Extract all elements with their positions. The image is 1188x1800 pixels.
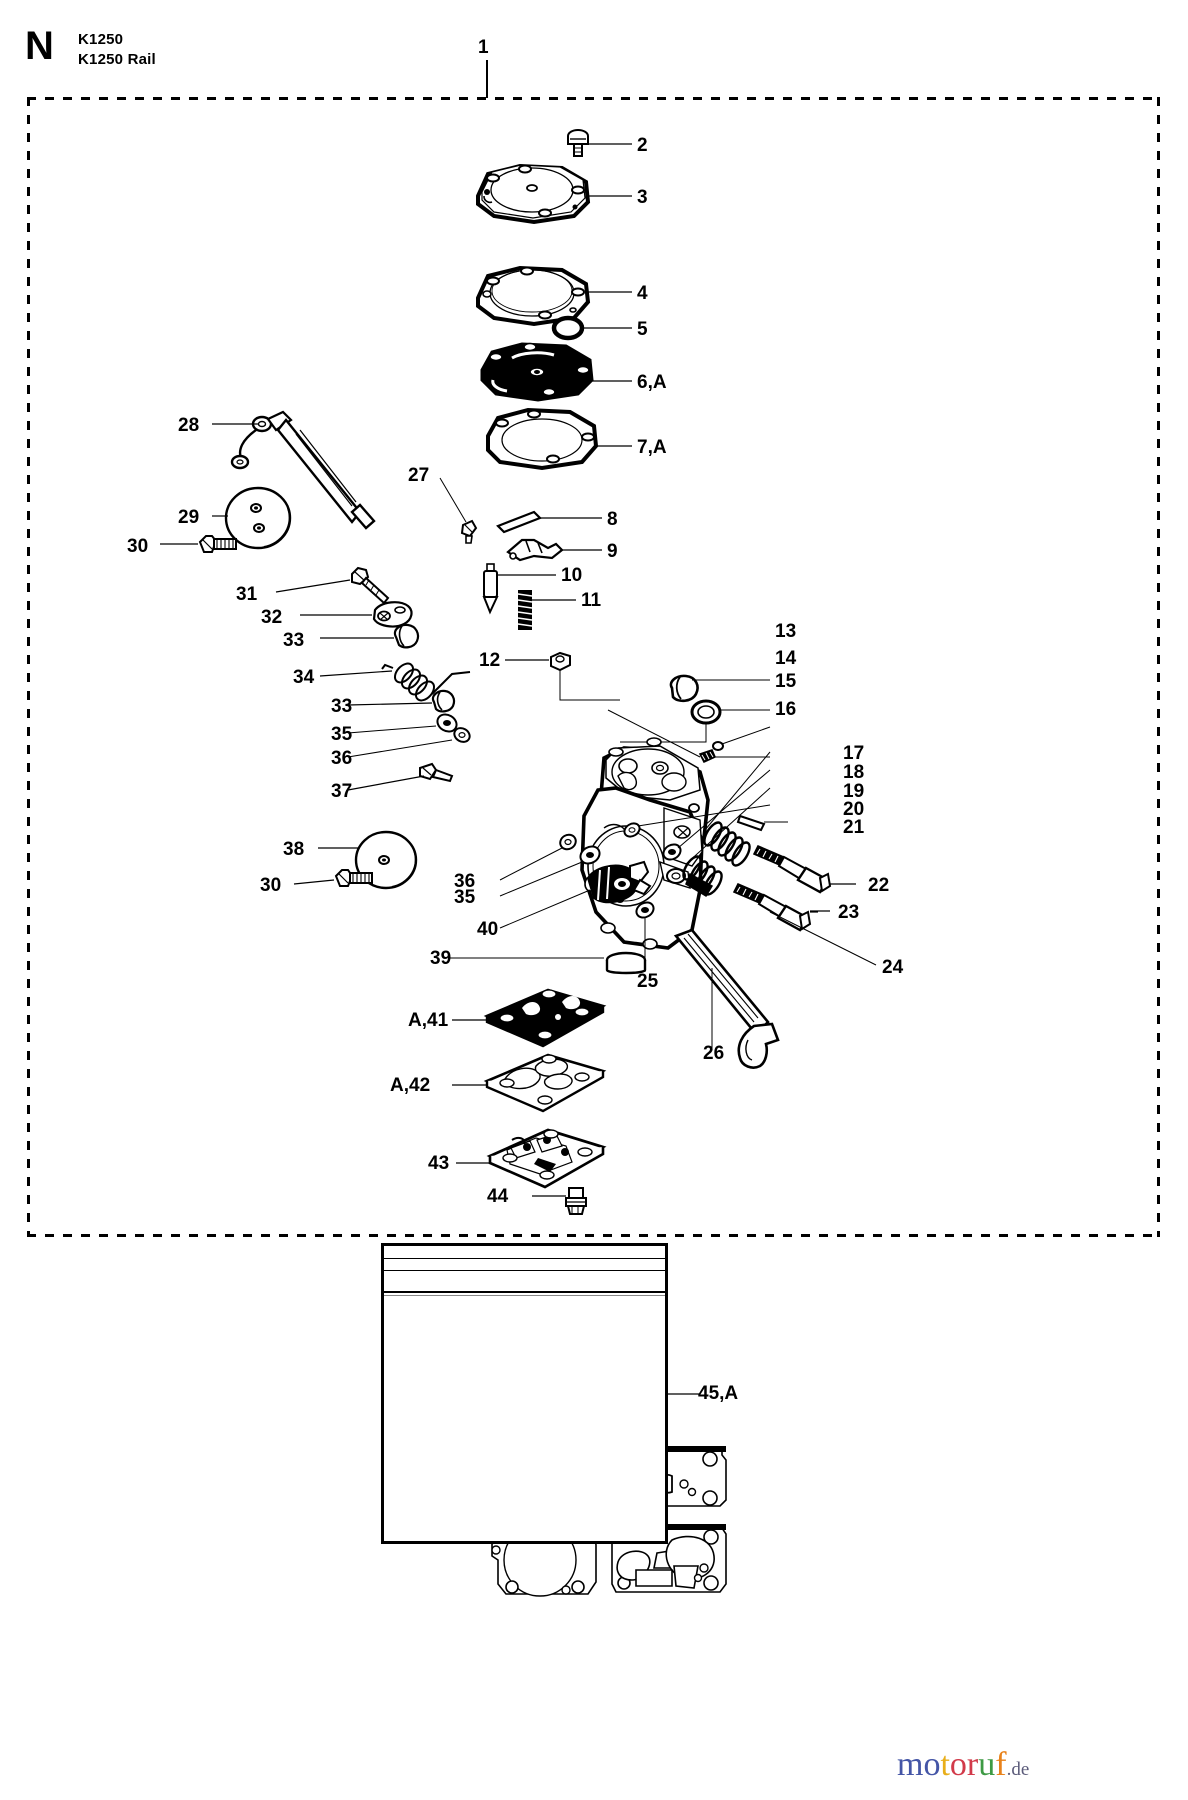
callout-2: 2 (637, 135, 648, 156)
logo-letter-u: u (978, 1746, 996, 1783)
callout-11: 11 (581, 590, 602, 611)
callout-15: 15 (775, 671, 797, 692)
callout-9: 9 (607, 541, 618, 562)
callout-27: 27 (408, 465, 430, 486)
logo-letter-f: f (995, 1746, 1007, 1783)
callout-23: 23 (838, 902, 860, 923)
callout-5: 5 (637, 319, 648, 340)
callout-4: 4 (637, 283, 648, 304)
callout-31: 31 (236, 584, 258, 605)
callout-25: 25 (637, 971, 659, 992)
model-line-1: K1250 (78, 31, 124, 48)
callout-44: 44 (487, 1186, 509, 1207)
logo-letter-o2: o (949, 1746, 967, 1783)
callout-22: 22 (868, 875, 890, 896)
callout-a41: A,41 (408, 1010, 449, 1031)
bag-seal-line-4 (384, 1295, 665, 1296)
callout-8: 8 (607, 509, 618, 530)
callout-40: 40 (477, 919, 499, 940)
callout-36-lower: 36 (454, 871, 476, 892)
model-names: K1250 K1250 Rail (78, 30, 156, 70)
callout-43: 43 (428, 1153, 450, 1174)
callout-21: 21 (843, 817, 865, 838)
callout-19: 19 (843, 781, 865, 802)
logo-letter-o1: o (923, 1746, 941, 1783)
callout-33-upper: 33 (283, 630, 305, 651)
repair-kit-bag (381, 1243, 668, 1544)
bag-seal-line-1 (384, 1258, 665, 1259)
callout-17: 17 (843, 743, 865, 764)
callout-33-lower: 33 (331, 696, 353, 717)
callout-36-upper: 36 (331, 748, 353, 769)
callout-24: 24 (882, 957, 904, 978)
callout-39: 39 (430, 948, 452, 969)
callout-1: 1 (478, 37, 489, 58)
callout-26: 26 (703, 1043, 725, 1064)
diagram-frame (27, 97, 1160, 1237)
callout-29: 29 (178, 507, 200, 528)
section-letter: N (25, 24, 54, 68)
callout-3: 3 (637, 187, 648, 208)
callout-a42: A,42 (390, 1075, 431, 1096)
bag-seal-line-2 (384, 1270, 665, 1271)
callout-30-lower: 30 (260, 875, 282, 896)
callout-13: 13 (775, 621, 797, 642)
callout-20: 20 (843, 799, 865, 820)
callout-18: 18 (843, 762, 865, 783)
logo-letter-m: m (897, 1746, 924, 1783)
callout-30-upper: 30 (127, 536, 149, 557)
logo-letter-t: t (940, 1746, 950, 1783)
callout-7a: 7,A (637, 437, 667, 458)
callout-35-lower: 35 (454, 887, 476, 908)
bag-seal-line-3 (384, 1291, 665, 1293)
callout-45a: 45,A (698, 1383, 739, 1404)
callout-6a: 6,A (637, 372, 667, 393)
callout-35-upper: 35 (331, 724, 353, 745)
callout-14: 14 (775, 648, 797, 669)
leader-line-1 (486, 60, 488, 98)
model-line-2: K1250 Rail (78, 51, 156, 68)
callout-12: 12 (479, 650, 501, 671)
callout-34: 34 (293, 667, 315, 688)
motoruf-watermark: motoruf.de (897, 1748, 1029, 1787)
logo-letter-r: r (966, 1746, 979, 1783)
callout-38: 38 (283, 839, 305, 860)
logo-suffix: .de (1006, 1759, 1030, 1780)
callout-32: 32 (261, 607, 283, 628)
callout-28: 28 (178, 415, 200, 436)
callout-37: 37 (331, 781, 353, 802)
callout-16: 16 (775, 699, 797, 720)
callout-10: 10 (561, 565, 583, 586)
